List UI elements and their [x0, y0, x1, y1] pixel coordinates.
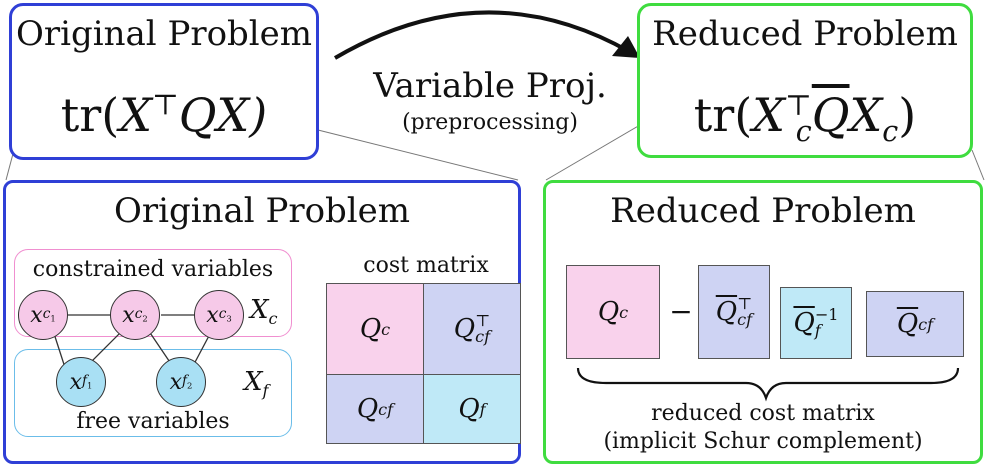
- cost-matrix-label: cost matrix: [363, 253, 489, 278]
- original-problem-card: Original Problem tr(X⊤QX): [9, 3, 319, 160]
- original-problem-title: Original Problem: [15, 14, 313, 54]
- matrix-block-qcf-transpose: Q⊤cf: [423, 283, 521, 375]
- reduced-problem-title: Reduced Problem: [652, 14, 958, 54]
- zoom-line-right-b: [971, 149, 985, 181]
- projection-arrow: [333, 10, 631, 60]
- underbrace: [576, 367, 960, 402]
- original-objective-formula: tr(X⊤QX): [60, 88, 268, 142]
- reduced-objective-formula: tr(X⊤cQXc): [693, 88, 917, 149]
- arrow-sublabel: (preprocessing): [402, 110, 578, 135]
- minus-sign: −: [669, 295, 693, 328]
- reduced-problem-card: Reduced Problem tr(X⊤cQXc): [637, 3, 973, 158]
- reduced-cost-caption-line1: reduced cost matrix: [651, 401, 875, 426]
- xf-set-label: Xf: [244, 367, 269, 401]
- reduced-block-qcf-transpose: Q⊤cf: [698, 265, 770, 359]
- constrained-variables-label: constrained variables: [32, 257, 274, 282]
- original-problem-detail-panel: Original Problem constrained variables f…: [3, 180, 521, 464]
- zoom-line-left-b: [317, 129, 519, 181]
- arrowhead: [612, 36, 640, 58]
- zoom-line-right-a: [545, 124, 641, 181]
- reduced-cost-caption-line2: (implicit Schur complement): [603, 429, 923, 454]
- arrow-label: Variable Proj.: [373, 66, 607, 106]
- reduced-detail-title: Reduced Problem: [610, 191, 916, 231]
- original-detail-title: Original Problem: [113, 191, 411, 231]
- free-variables-region: [14, 349, 292, 437]
- xc-set-label: Xc: [250, 295, 278, 329]
- free-variables-label: free variables: [76, 409, 230, 434]
